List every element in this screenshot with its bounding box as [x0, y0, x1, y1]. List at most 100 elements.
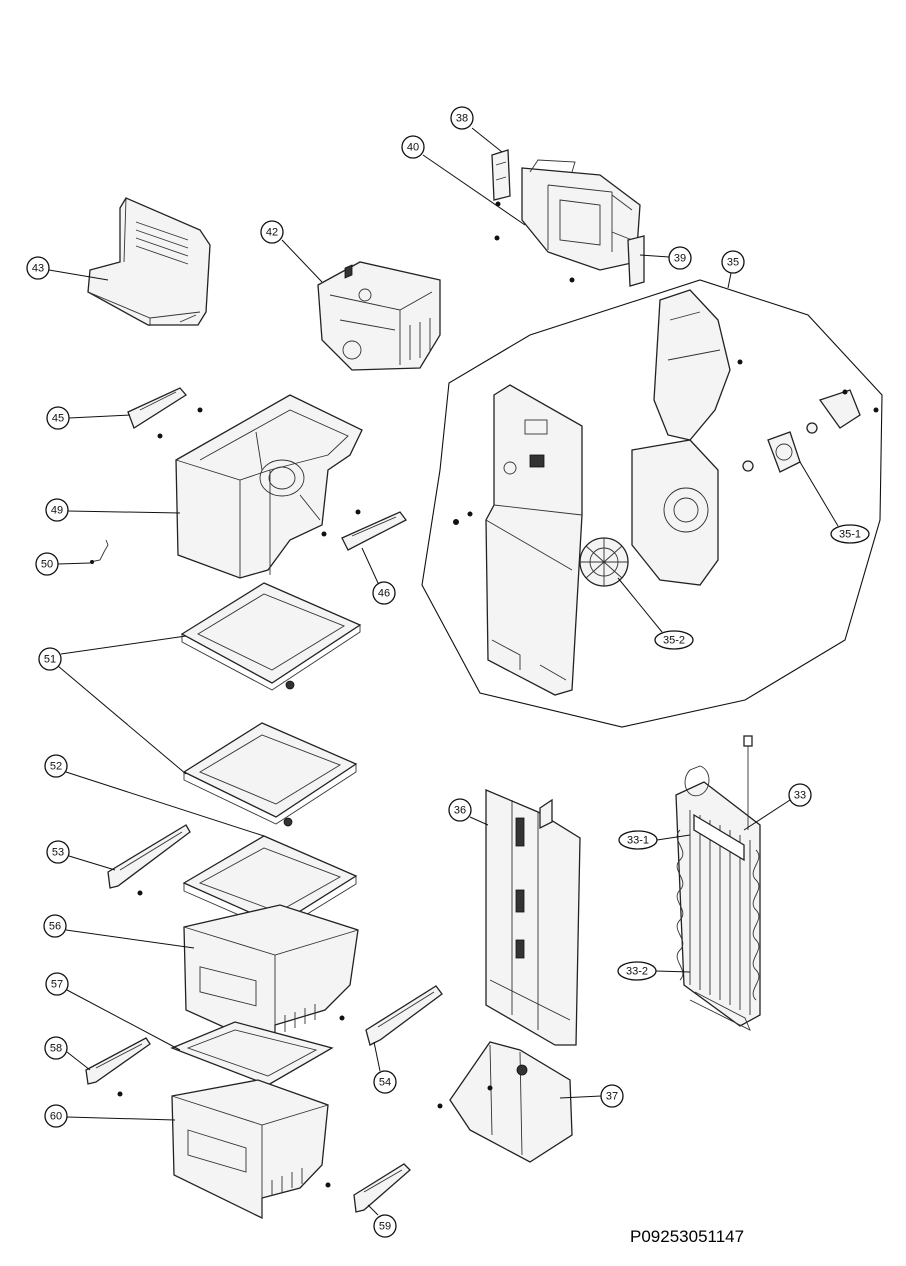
callout-circle [618, 830, 658, 850]
leader-line-50 [57, 562, 91, 565]
callout-label: 43 [32, 263, 44, 275]
callout-label: 33 [794, 790, 806, 802]
part-36-evaporator-cover [485, 789, 581, 1046]
callout-51: 51 [38, 647, 62, 671]
callout-circle [260, 220, 284, 244]
callout-circle [38, 647, 62, 671]
callout-33-1: 33-1 [618, 830, 658, 850]
part-38-bracket [491, 149, 511, 207]
part-40-ice-maker-housing [494, 159, 641, 283]
callout-57: 57 [45, 972, 69, 996]
callout-circle [448, 798, 472, 822]
callout-circle [372, 581, 396, 605]
callout-circle [35, 552, 59, 576]
callout-56: 56 [43, 914, 67, 938]
part-58-rail [85, 1037, 151, 1097]
part-53-rail [107, 824, 191, 896]
part-60-lower-drawer [171, 1079, 329, 1220]
callout-39: 39 [668, 246, 692, 270]
leader-line-35-1 [799, 461, 839, 527]
leader-line-49 [67, 510, 181, 514]
callout-33-2: 33-2 [617, 961, 657, 981]
callout-40: 40 [401, 135, 425, 159]
callout-label: 56 [49, 921, 61, 933]
leader-line-45 [68, 414, 131, 419]
callout-circle [43, 914, 67, 938]
part-56-crisper-drawer [183, 904, 359, 1052]
callout-label: 60 [50, 1111, 62, 1123]
callout-label: 50 [41, 559, 53, 571]
part-52-shelf [182, 722, 358, 827]
callout-label: 59 [379, 1221, 391, 1233]
leader-line-59 [367, 1204, 379, 1216]
leader-line-35 [727, 272, 732, 289]
part-45-rail [127, 387, 203, 439]
callout-58: 58 [44, 1036, 68, 1060]
leader-line-46 [361, 547, 379, 584]
callout-45: 45 [46, 406, 70, 430]
callout-circle [654, 630, 694, 650]
part-50-clip [89, 539, 109, 564]
callout-60: 60 [44, 1104, 68, 1128]
callout-36: 36 [448, 798, 472, 822]
callout-circle [830, 524, 870, 544]
callout-circle [373, 1070, 397, 1094]
callout-label: 46 [378, 588, 390, 600]
leader-line-42 [281, 239, 323, 283]
leader-line-54 [373, 1041, 381, 1072]
callout-label: 35-2 [663, 635, 685, 647]
callout-circle [45, 972, 69, 996]
callout-35: 35 [721, 250, 745, 274]
leader-line-57 [66, 989, 181, 1051]
part-43-tray [87, 197, 211, 326]
callout-42: 42 [260, 220, 284, 244]
leader-line-53 [68, 855, 116, 871]
leader-line-36 [469, 816, 489, 826]
reference-code: P09253051147 [630, 1227, 744, 1246]
callout-circle [450, 106, 474, 130]
callout-35-2: 35-2 [654, 630, 694, 650]
callout-label: 57 [51, 979, 63, 991]
callout-circle [788, 783, 812, 807]
callout-label: 39 [674, 253, 686, 265]
callout-circle [600, 1084, 624, 1108]
callout-circle [373, 1214, 397, 1238]
part-shelf-frame [182, 835, 358, 933]
callout-38: 38 [450, 106, 474, 130]
callout-circle [26, 256, 50, 280]
part-59-rail [325, 1163, 411, 1213]
callout-circle [44, 754, 68, 778]
callout-53: 53 [46, 840, 70, 864]
callout-label: 58 [50, 1043, 62, 1055]
callout-label: 38 [456, 113, 468, 125]
part-37-drain [437, 1041, 573, 1163]
callout-37: 37 [600, 1084, 624, 1108]
callout-49: 49 [45, 498, 69, 522]
part-39-clip [627, 235, 645, 287]
part-54-rail [339, 985, 443, 1046]
callout-label: 36 [454, 805, 466, 817]
part-51-shelf [180, 582, 362, 691]
callout-50: 50 [35, 552, 59, 576]
part-33-evaporator-coil [675, 735, 761, 1031]
leader-line-33 [743, 799, 791, 831]
callout-label: 53 [52, 847, 64, 859]
callout-52: 52 [44, 754, 68, 778]
callout-43: 43 [26, 256, 50, 280]
leader-line-58 [66, 1051, 91, 1071]
leader-line-33-2 [655, 970, 691, 973]
callout-circle [44, 1104, 68, 1128]
callout-label: 35 [727, 257, 739, 269]
callout-label: 37 [606, 1091, 618, 1103]
callout-label: 33-1 [627, 835, 649, 847]
callout-59: 59 [373, 1214, 397, 1238]
callout-circle [46, 406, 70, 430]
part-49-ice-bucket [175, 394, 363, 579]
part-42-dispenser-mechanism [317, 261, 441, 371]
leader-lines [48, 127, 839, 1216]
callout-54: 54 [373, 1070, 397, 1094]
callout-label: 52 [50, 761, 62, 773]
part-57-crisper-cover [170, 1021, 334, 1086]
